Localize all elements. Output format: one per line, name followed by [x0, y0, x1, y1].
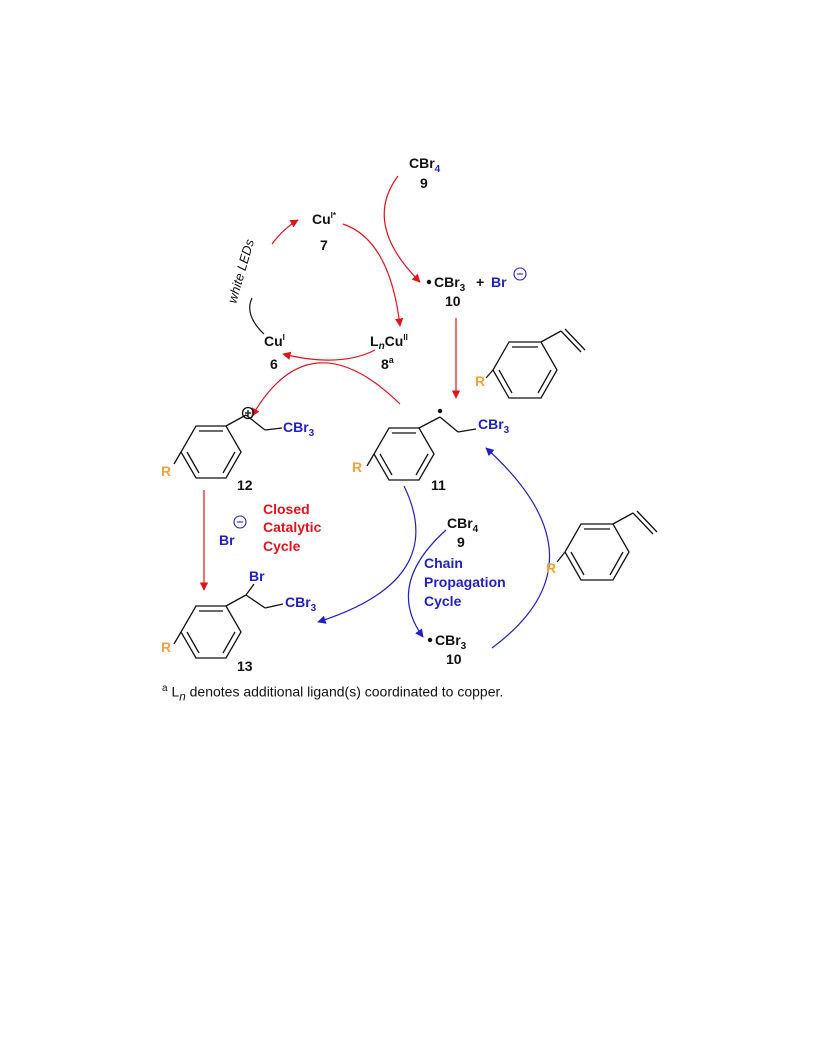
- cbr4-top: CBr4: [409, 155, 441, 175]
- br-anion-top: Br: [491, 274, 507, 290]
- cu-excited: CuI*: [312, 211, 337, 227]
- styrene-bottom: [556, 510, 658, 581]
- arrow-cu1-to-leds: [249, 297, 265, 335]
- footnote-l: L: [171, 683, 180, 700]
- plus-sign: +: [476, 274, 484, 290]
- closed-label-3: Cycle: [263, 538, 301, 554]
- cu-i: CuI: [264, 333, 285, 349]
- cu-i-number: 6: [270, 356, 278, 372]
- white-leds-label: white LEDs: [224, 237, 257, 305]
- arrow-leds-to-cu-excited: [271, 219, 299, 245]
- chain-cbr4: CBr4: [447, 515, 479, 535]
- closed-label-1: Closed: [263, 501, 310, 517]
- chain-label-3: Cycle: [424, 593, 462, 609]
- radical-dot-top: [426, 279, 432, 285]
- radical-11-structure: [366, 416, 477, 481]
- radical-top-number: 10: [445, 293, 461, 309]
- cation-12-structure: [173, 406, 283, 479]
- arrow-radical11-to-product: [317, 485, 417, 624]
- footnote-marker: a: [162, 683, 168, 694]
- minus-circle-top: [513, 267, 527, 281]
- product-r: R: [161, 639, 171, 655]
- arrow-radical11-to-cation12: [251, 362, 401, 417]
- product-cbr3: CBr3: [285, 594, 317, 614]
- closed-label-2: Catalytic: [263, 519, 322, 535]
- radical-dot-chain: [427, 637, 433, 643]
- arrow-cu-excited-to-cu2: [342, 223, 404, 327]
- radical11-number: 11: [431, 477, 446, 493]
- cation-cbr3: CBr3: [283, 419, 315, 439]
- styrene-top-r: R: [475, 373, 485, 389]
- cation-r: R: [161, 463, 171, 479]
- radical11-cbr3: CBr3: [478, 416, 510, 436]
- product-br: Br: [249, 568, 265, 584]
- arrow-cbr4-to-radical: [383, 175, 421, 283]
- cbr3-radical-top: CBr3: [434, 274, 466, 294]
- chain-cbr3-number: 10: [446, 651, 462, 667]
- chain-label-1: Chain: [424, 555, 463, 571]
- footnote-text: denotes additional ligand(s) coordinated…: [185, 683, 504, 700]
- radical-dot-11: [437, 408, 443, 414]
- cation-number: 12: [237, 477, 253, 493]
- chain-cbr4-number: 9: [457, 534, 465, 550]
- red-arrows: [199, 175, 461, 591]
- chain-cbr3: CBr3: [435, 632, 467, 652]
- lncu-ii: LnCuII: [370, 333, 408, 352]
- minus-circle-side: [233, 515, 247, 529]
- arrow-cu2-to-cu1: [282, 349, 376, 361]
- cu-excited-number: 7: [320, 237, 328, 253]
- styrene-bottom-r: R: [546, 560, 556, 576]
- product-number: 13: [237, 658, 253, 674]
- lncu-number: 8a: [381, 355, 395, 372]
- chain-label-2: Propagation: [424, 574, 506, 590]
- br-minus-side: Br: [219, 532, 235, 548]
- radical11-r: R: [352, 459, 362, 475]
- cbr4-top-number: 9: [420, 175, 428, 191]
- blue-arrows: [317, 447, 551, 649]
- footnote: a Ln denotes additional ligand(s) coordi…: [162, 683, 503, 703]
- arrow-cbr3-to-radical11: [485, 447, 551, 649]
- footnote-n: n: [179, 690, 186, 704]
- arrow-cbr4-to-cbr3: [407, 529, 447, 638]
- product-13-structure: [173, 583, 284, 659]
- styrene-top: [485, 328, 586, 399]
